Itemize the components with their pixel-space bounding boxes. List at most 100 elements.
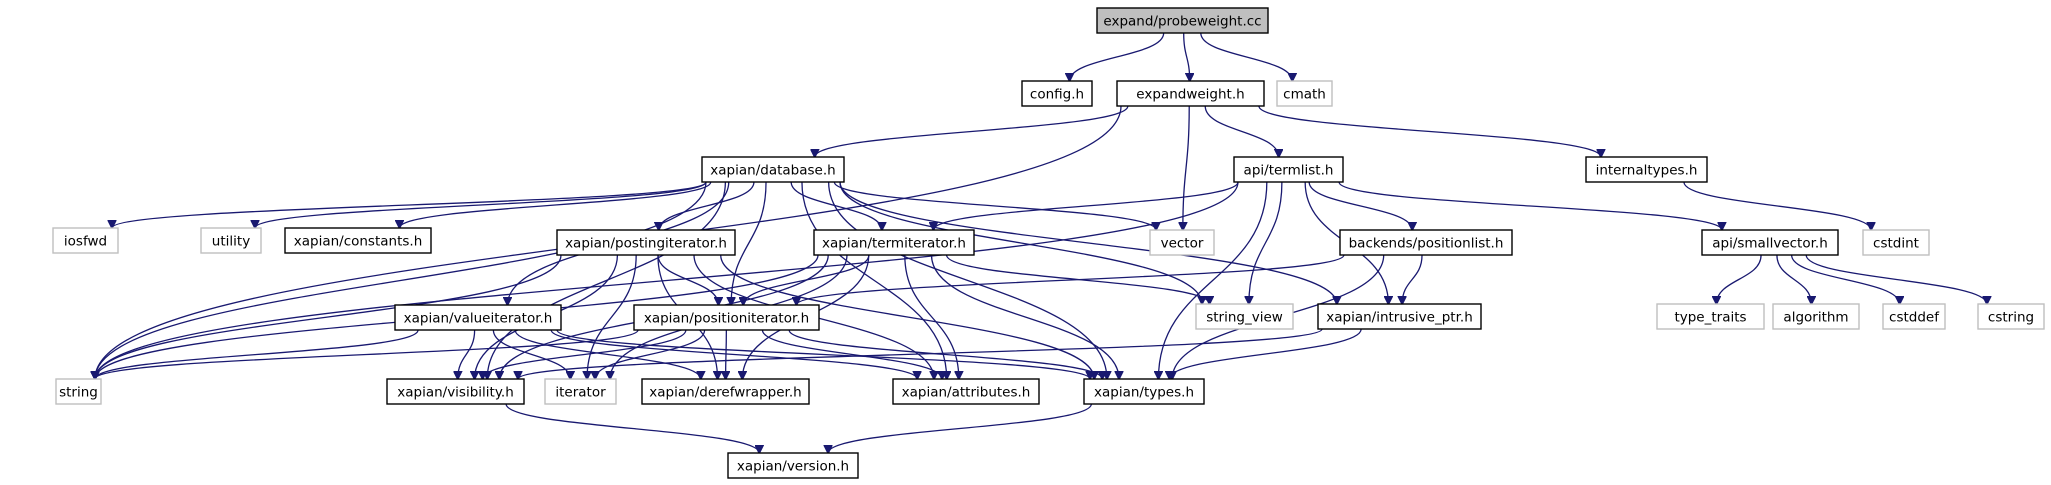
edge-positioniterator-to-types [788, 329, 1102, 379]
node-string: string [55, 378, 102, 405]
node-label: string [59, 385, 98, 401]
node-label: expandweight.h [1136, 87, 1244, 103]
node-label: utility [212, 234, 250, 250]
node-box [641, 378, 810, 405]
edge-expandweight-to-termlist [1204, 105, 1279, 157]
node-termlist[interactable]: api/termlist.h [1233, 156, 1344, 183]
edge-postingiterator-to-types [720, 254, 1094, 379]
node-box [1021, 80, 1093, 107]
edge-probeweight-to-expandweight [1183, 32, 1190, 81]
edge-termlist-to-termiterator [933, 181, 1239, 230]
node-algorithm: algorithm [1772, 303, 1860, 330]
node-label: iterator [555, 385, 606, 401]
edge-expandweight-to-vector [1183, 105, 1190, 230]
node-label: xapian/attributes.h [902, 385, 1031, 401]
node-label: cmath [1283, 87, 1326, 103]
node-label: iosfwd [64, 234, 107, 250]
node-config[interactable]: config.h [1021, 80, 1093, 107]
node-postingiterator[interactable]: xapian/postingiterator.h [556, 229, 736, 256]
node-label: expand/probeweight.cc [1103, 14, 1261, 30]
edge-database-to-iosfwd [112, 181, 707, 228]
node-box [284, 227, 432, 254]
edge-database-to-utility [255, 181, 707, 228]
node-box [386, 378, 525, 405]
node-label: algorithm [1783, 310, 1848, 326]
node-internaltypes[interactable]: internaltypes.h [1585, 156, 1708, 183]
edge-postingiterator-to-positioniterator [657, 254, 718, 305]
edge-termlist-to-string_view [1249, 181, 1283, 304]
edge-database-to-string_view [839, 181, 1202, 304]
edge-positioniterator-to-visibility [483, 329, 687, 379]
node-box [1882, 303, 1946, 330]
node-derefwrapper[interactable]: xapian/derefwrapper.h [641, 378, 810, 405]
edge-smallvector-to-type_traits [1716, 254, 1762, 304]
node-box [200, 227, 262, 254]
edge-database-to-termiterator [790, 181, 882, 230]
edge-database-to-attributes [801, 181, 947, 379]
node-version[interactable]: xapian/version.h [727, 452, 859, 479]
node-box [1701, 229, 1839, 256]
node-utility: utility [200, 227, 262, 254]
node-smallvector[interactable]: api/smallvector.h [1701, 229, 1839, 256]
node-label: config.h [1030, 87, 1084, 103]
edge-visibility-to-version [505, 403, 759, 453]
node-box [813, 229, 975, 256]
node-label: xapian/constants.h [294, 234, 423, 250]
node-types[interactable]: xapian/types.h [1083, 378, 1205, 405]
edge-database-to-intrusive_ptr [839, 181, 1337, 304]
node-label: type_traits [1674, 310, 1746, 326]
node-label: xapian/version.h [737, 459, 849, 475]
node-positionlist[interactable]: backends/positionlist.h [1339, 229, 1513, 256]
node-label: api/smallvector.h [1712, 236, 1828, 252]
node-label: xapian/termiterator.h [822, 236, 966, 252]
edge-smallvector-to-cstddef [1790, 254, 1900, 304]
node-label: xapian/postingiterator.h [565, 236, 727, 252]
node-constants[interactable]: xapian/constants.h [284, 227, 432, 254]
node-label: xapian/valueiterator.h [404, 311, 553, 327]
node-box [1149, 229, 1215, 256]
node-intrusive-ptr[interactable]: xapian/intrusive_ptr.h [1317, 303, 1482, 330]
node-label: xapian/types.h [1094, 385, 1194, 401]
edge-expandweight-to-internaltypes [1258, 105, 1601, 157]
edge-database-to-string [95, 181, 707, 379]
edge-valueiterator-to-types [556, 329, 1090, 379]
node-database[interactable]: xapian/database.h [701, 156, 845, 183]
node-probeweight[interactable]: expand/probeweight.cc [1096, 7, 1269, 34]
node-cstring: cstring [1977, 303, 2045, 330]
edge-termlist-to-string [95, 181, 1239, 379]
node-attributes[interactable]: xapian/attributes.h [892, 378, 1040, 405]
node-valueiterator[interactable]: xapian/valueiterator.h [394, 304, 562, 331]
node-label: api/termlist.h [1244, 163, 1334, 179]
edge-positionlist-to-intrusive_ptr [1402, 254, 1423, 304]
node-box [701, 156, 845, 183]
node-box [727, 452, 859, 479]
edge-database-to-visibility [487, 181, 727, 379]
node-label: cstddef [1889, 310, 1940, 326]
node-box [556, 229, 736, 256]
node-box [394, 304, 562, 331]
node-expandweight[interactable]: expandweight.h [1116, 80, 1265, 107]
node-box [1096, 7, 1269, 34]
node-box [1083, 378, 1205, 405]
edge-probeweight-to-config [1070, 32, 1165, 81]
node-box [544, 378, 617, 405]
node-vector: vector [1149, 229, 1215, 256]
node-label: xapian/derefwrapper.h [649, 385, 801, 401]
node-label: xapian/visibility.h [397, 385, 514, 401]
node-positioniterator[interactable]: xapian/positioniterator.h [633, 304, 820, 331]
node-visibility[interactable]: xapian/visibility.h [386, 378, 525, 405]
edge-intrusive_ptr-to-types [1170, 328, 1362, 379]
edge-termiterator-to-types [930, 254, 1120, 379]
node-termiterator[interactable]: xapian/termiterator.h [813, 229, 975, 256]
edge-database-to-vector [833, 181, 1156, 230]
edge-database-to-constants [400, 181, 712, 228]
edges-layer [95, 32, 1987, 453]
node-cstdint: cstdint [1862, 229, 1930, 256]
edge-types-to-version [828, 403, 1092, 453]
edge-valueiterator-to-iterator [492, 329, 570, 379]
edge-smallvector-to-algorithm [1776, 254, 1812, 304]
edge-termiterator-to-attributes [904, 254, 959, 379]
edge-database-to-positioniterator [731, 181, 767, 305]
node-box [1977, 303, 2045, 330]
